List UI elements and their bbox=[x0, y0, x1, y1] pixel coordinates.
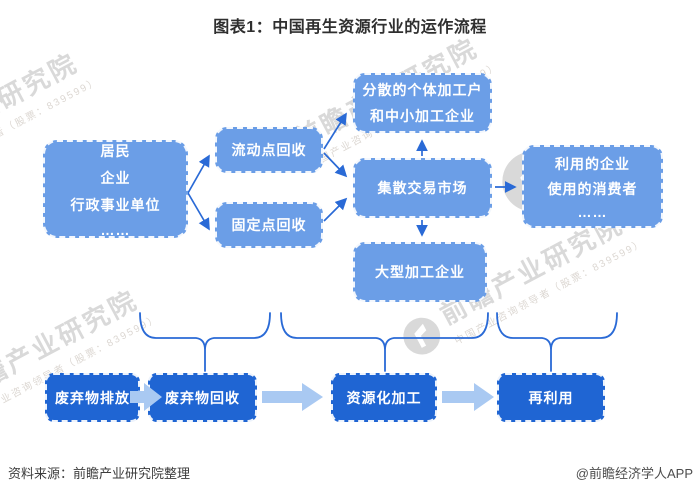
node-mobile-recycle: 流动点回收 bbox=[215, 127, 323, 173]
node-label: 流动点回收 bbox=[231, 142, 307, 158]
brace-processing-stage bbox=[280, 312, 489, 372]
data-source-note: 资料来源：前瞻产业研究院整理 bbox=[8, 466, 191, 481]
node-source-line: 行政事业单位 bbox=[70, 196, 161, 213]
node-label: 大型加工企业 bbox=[375, 264, 465, 280]
arrow-source-to-fixed bbox=[187, 192, 210, 231]
block-arrow-icon bbox=[262, 383, 323, 411]
block-arrow-icon bbox=[442, 383, 494, 411]
stage-waste-discharge: 废弃物排放 bbox=[45, 373, 140, 422]
page-title: 图表1：中国再生资源行业的运作流程 bbox=[213, 19, 487, 36]
stage-label: 废弃物回收 bbox=[165, 389, 240, 406]
stage-waste-recycle: 废弃物回收 bbox=[148, 373, 257, 422]
node-label-line: …… bbox=[577, 203, 608, 220]
stage-reuse: 再利用 bbox=[497, 373, 605, 422]
node-end-users: 利用的企业 使用的消费者 …… bbox=[522, 145, 663, 228]
brace-recycle-stage bbox=[139, 312, 271, 372]
node-label-line: 和中小加工企业 bbox=[370, 108, 475, 124]
arrow-mobile-to-scattered bbox=[323, 112, 347, 150]
node-label: 集散交易市场 bbox=[377, 180, 468, 196]
node-label-line: 利用的企业 bbox=[555, 155, 630, 172]
node-label: 固定点回收 bbox=[231, 217, 307, 233]
app-credit: @前瞻经济学人APP bbox=[575, 466, 693, 481]
node-scattered-processors: 分散的个体加工户 和中小加工企业 bbox=[353, 73, 492, 133]
node-source-line: 企业 bbox=[100, 169, 131, 186]
brace-reuse-stage bbox=[496, 312, 618, 372]
block-arrow-icon bbox=[130, 383, 162, 411]
node-source-line: …… bbox=[100, 221, 131, 238]
stage-label: 再利用 bbox=[528, 389, 574, 406]
node-label-line: 分散的个体加工户 bbox=[362, 82, 483, 98]
node-source-line: 居民 bbox=[100, 142, 131, 159]
node-trading-market: 集散交易市场 bbox=[353, 158, 492, 218]
node-label-line: 使用的消费者 bbox=[547, 180, 638, 197]
stage-resource-processing: 资源化加工 bbox=[331, 373, 437, 422]
node-fixed-recycle: 固定点回收 bbox=[215, 202, 323, 248]
node-source: 居民 企业 行政事业单位 …… bbox=[43, 140, 188, 238]
node-large-processors: 大型加工企业 bbox=[353, 242, 487, 302]
stage-label: 废弃物排放 bbox=[55, 389, 130, 406]
arrow-mobile-to-market bbox=[323, 152, 348, 178]
arrow-source-to-mobile bbox=[187, 154, 210, 194]
stage-label: 资源化加工 bbox=[346, 389, 422, 406]
arrow-fixed-to-market bbox=[323, 197, 348, 222]
